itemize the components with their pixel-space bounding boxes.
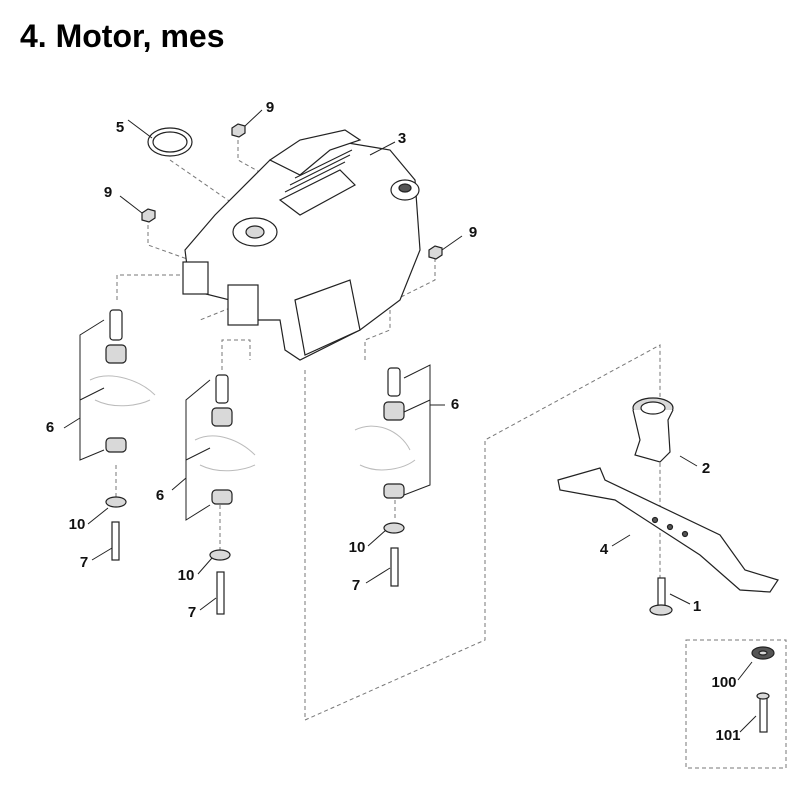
- callout-6: 6: [46, 419, 54, 436]
- blade-part-4[interactable]: [557, 467, 779, 593]
- mount-set-part-6[interactable]: [354, 367, 416, 587]
- callout-100: 100: [711, 674, 736, 691]
- bolt-part-101[interactable]: [756, 692, 770, 733]
- mount-set-part-6[interactable]: [194, 374, 256, 615]
- callout-3: 3: [398, 130, 406, 147]
- callout-7: 7: [80, 554, 88, 571]
- bolt-part-1[interactable]: [649, 577, 673, 616]
- callout-9: 9: [469, 224, 477, 241]
- callout-1: 1: [693, 598, 701, 615]
- callout-7: 7: [188, 604, 196, 621]
- callout-6: 6: [156, 487, 164, 504]
- callout-brackets: [63, 109, 757, 733]
- callout-10: 10: [349, 539, 366, 556]
- callout-5: 5: [116, 119, 124, 136]
- callout-6: 6: [451, 396, 459, 413]
- callout-10: 10: [178, 567, 195, 584]
- callout-7: 7: [352, 577, 360, 594]
- callout-9: 9: [266, 99, 274, 116]
- mount-set-part-6[interactable]: [89, 309, 156, 561]
- callout-9: 9: [104, 184, 112, 201]
- nut-part-9[interactable]: [141, 208, 156, 223]
- o-ring-part-5[interactable]: [147, 127, 193, 157]
- engine-part-3[interactable]: [182, 129, 421, 361]
- callout-10: 10: [69, 516, 86, 533]
- washer-part-100[interactable]: [751, 646, 775, 660]
- blade-adapter-part-2[interactable]: [632, 397, 674, 463]
- callout-101: 101: [715, 727, 740, 744]
- optional-kit-box: [685, 639, 787, 769]
- callout-2: 2: [702, 460, 710, 477]
- nut-part-9[interactable]: [428, 245, 443, 260]
- page-title: 4. Motor, mes: [20, 18, 225, 54]
- callout-4: 4: [600, 541, 609, 558]
- nut-part-9[interactable]: [231, 123, 246, 138]
